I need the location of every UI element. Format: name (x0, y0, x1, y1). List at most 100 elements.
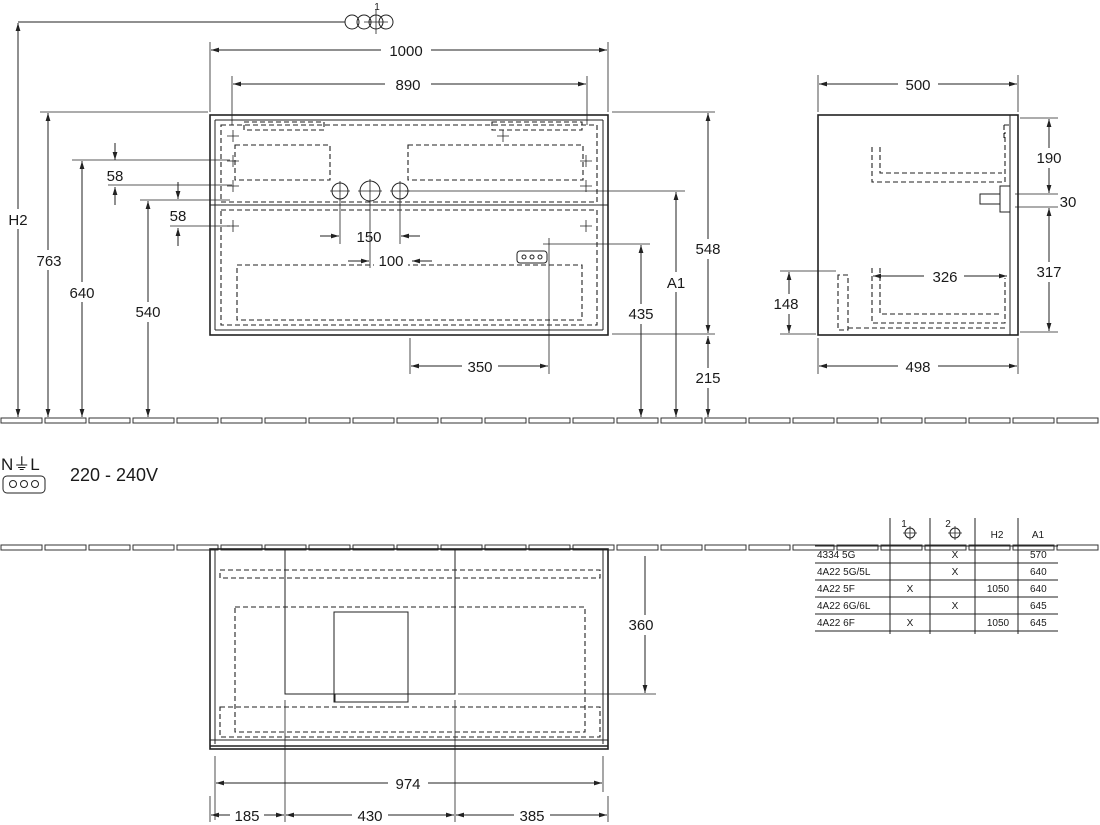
table-cell: X (952, 567, 959, 578)
floor-segment (528, 417, 571, 424)
table-cell: 645 (1030, 601, 1047, 612)
floor-segment (396, 417, 439, 424)
table-cell: 4A22 6G/6L (817, 601, 871, 612)
tap-holes (330, 179, 410, 203)
dim-100: 100 (378, 253, 403, 270)
table-cell: 640 (1030, 567, 1047, 578)
table-cell: 1050 (987, 618, 1010, 629)
floor-segment (660, 544, 703, 551)
electrical-symbol-icon: N⏚L (1, 455, 46, 494)
floor-segment (572, 544, 615, 551)
dim-h2: H2 (8, 212, 27, 229)
floor-segment (880, 544, 923, 551)
dim-640: 640 (69, 285, 94, 302)
table-cell: 4A22 5G/5L (817, 567, 871, 578)
dim-width-inner: 890 (395, 77, 420, 94)
tap-variant-1-icon (903, 526, 917, 540)
floor-segment (0, 417, 43, 424)
floor-segment (1056, 544, 1099, 551)
socket-icon (516, 250, 548, 264)
top-cabinet-outline (209, 548, 609, 750)
floor-segment (220, 417, 263, 424)
floor-segment (1012, 417, 1055, 424)
floor-segment (880, 417, 923, 424)
dim-150: 150 (356, 229, 381, 246)
floor-segment (792, 417, 835, 424)
floor-segment (748, 544, 791, 551)
wall-fixing-icon (979, 185, 1011, 213)
floor-segment (572, 417, 615, 424)
floor-segment (308, 544, 351, 551)
floor-segment (0, 544, 43, 551)
dim-185: 185 (234, 808, 259, 825)
table-header-1: 1 (901, 519, 907, 530)
floor-segment (352, 544, 395, 551)
table-cell: 640 (1030, 584, 1047, 595)
floor-segment (836, 417, 879, 424)
top-view: 360 974 185 430 385 (209, 548, 662, 825)
table-cell: 4A22 6F (817, 618, 855, 629)
floor-segment (176, 544, 219, 551)
front-upper-drawer-outline (220, 124, 598, 203)
dim-58-upper: 58 (107, 168, 124, 185)
dim-326: 326 (932, 269, 957, 286)
dim-350: 350 (467, 359, 492, 376)
floor-segment (968, 544, 1011, 551)
table-header-a1: A1 (1032, 530, 1045, 541)
front-lower-drawer-outline (220, 209, 598, 326)
floor-segment (440, 544, 483, 551)
dim-763: 763 (36, 253, 61, 270)
floor-segment (792, 544, 835, 551)
floor-segment (176, 417, 219, 424)
floor-segment (968, 417, 1011, 424)
floor-segment (88, 544, 131, 551)
floor-segment (44, 417, 87, 424)
table-cell: 4A22 5F (817, 584, 855, 595)
dim-depth-top: 500 (905, 77, 930, 94)
tap-variant-2-icon (948, 526, 962, 540)
floor-segment (220, 544, 263, 551)
side-view: 500 190 30 317 326 148 498 (772, 75, 1076, 376)
dim-depth-bottom: 498 (905, 359, 930, 376)
floor-segment (132, 544, 175, 551)
floor-segment (704, 544, 747, 551)
floor-segment (1056, 417, 1099, 424)
table-cell: 570 (1030, 550, 1047, 561)
floor-segment (924, 544, 967, 551)
dim-30: 30 (1060, 194, 1077, 211)
dim-435: 435 (628, 306, 653, 323)
table-cell: 1050 (987, 584, 1010, 595)
floor-segment (308, 417, 351, 424)
floor-segment (660, 417, 703, 424)
floor-segment (616, 417, 659, 424)
tap-symbol-icon (18, 10, 394, 34)
floor-segment (836, 544, 879, 551)
dim-540: 540 (135, 304, 160, 321)
dim-190: 190 (1036, 150, 1061, 167)
table-cell: X (952, 601, 959, 612)
table-cell: X (907, 584, 914, 595)
table-header-h2: H2 (991, 530, 1004, 541)
floor-segment (1012, 544, 1055, 551)
floor-segment (440, 417, 483, 424)
dim-58-lower: 58 (170, 208, 187, 225)
floor-segment (484, 417, 527, 424)
front-cabinet-outline (209, 114, 609, 336)
floor-segment (264, 417, 307, 424)
voltage-label: 220 - 240V (70, 465, 158, 485)
side-cabinet-outline (817, 114, 1019, 336)
tap-symbol-label: 1 (374, 2, 380, 13)
table-cell: X (907, 618, 914, 629)
floor-segment (396, 544, 439, 551)
dim-148: 148 (773, 296, 798, 313)
floor-segment (528, 544, 571, 551)
floor-segment (616, 544, 659, 551)
floor-line-lower (0, 544, 1099, 551)
dim-360: 360 (628, 617, 653, 634)
electrical-symbol-text: N⏚L (1, 455, 40, 474)
dim-548: 548 (695, 241, 720, 258)
front-mounting-marks (227, 130, 592, 250)
floor-segment (44, 544, 87, 551)
table-header-2: 2 (945, 519, 951, 530)
